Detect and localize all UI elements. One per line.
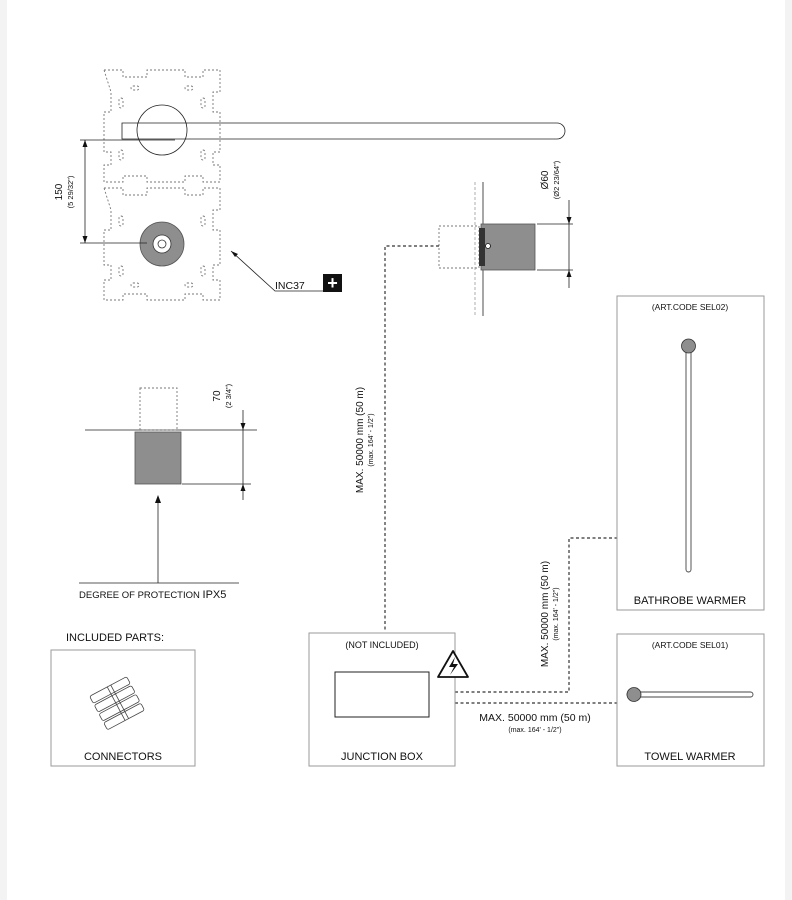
junction-box-panel: [308, 632, 469, 767]
cable-length-vertical-imperial: (max. 164' - 1/2"): [368, 413, 375, 466]
bathrobe-warmer-code: (ART.CODE SEL02): [652, 302, 729, 312]
junction-box-note: (NOT INCLUDED): [345, 640, 418, 650]
dimension-70: 70: [212, 390, 223, 402]
cable-length-towel-imperial: (max. 164' - 1/2"): [508, 727, 561, 734]
cable-length-bathrobe-imperial: (max. 164' - 1/2"): [553, 587, 560, 640]
towel-warmer-code: (ART.CODE SEL01): [652, 640, 729, 650]
connectors-title: CONNECTORS: [84, 751, 162, 763]
cable-length-vertical: MAX. 50000 mm (50 m): [355, 387, 366, 493]
cable-runs: [384, 245, 617, 704]
installation-diagram: 150 (5 29/32") INC37 + Ø60 (Ø2 23/64") 7…: [50, 69, 765, 767]
dimension-150-imperial: (5 29/32"): [66, 175, 75, 208]
dimension-diameter-60-imperial: (Ø2 23/64"): [552, 160, 561, 199]
cable-length-bathrobe: MAX. 50000 mm (50 m): [540, 561, 551, 667]
installation-sheet: 150 (5 29/32") INC37 + Ø60 (Ø2 23/64") 7…: [7, 0, 785, 900]
bathrobe-warmer-title: BATHROBE WARMER: [634, 595, 747, 607]
towel-warmer-panel: [616, 633, 765, 767]
towel-warmer-title: TOWEL WARMER: [644, 751, 735, 763]
cable-length-towel: MAX. 50000 mm (50 m): [479, 712, 590, 724]
included-parts-heading: INCLUDED PARTS:: [66, 632, 164, 644]
dimension-150: 150: [54, 183, 65, 200]
degree-of-protection-label: DEGREE OF PROTECTION IPX5: [79, 589, 226, 601]
plus-icon: +: [323, 273, 342, 293]
high-voltage-warning-icon: [437, 650, 469, 678]
wall-mount-side-view: [438, 182, 573, 316]
connectors-panel: [50, 649, 196, 767]
svg-text:+: +: [327, 273, 338, 293]
junction-box-title: JUNCTION BOX: [341, 751, 424, 763]
bathrobe-warmer-panel: [616, 295, 765, 611]
dimension-diameter-60: Ø60: [540, 170, 551, 189]
dimension-70-imperial: (2 3/4"): [224, 383, 233, 408]
connectors-icon: [89, 676, 145, 730]
mounting-plate-inc37: [80, 69, 566, 301]
depth-section-view: [79, 387, 257, 584]
label-inc37: INC37: [275, 280, 305, 292]
